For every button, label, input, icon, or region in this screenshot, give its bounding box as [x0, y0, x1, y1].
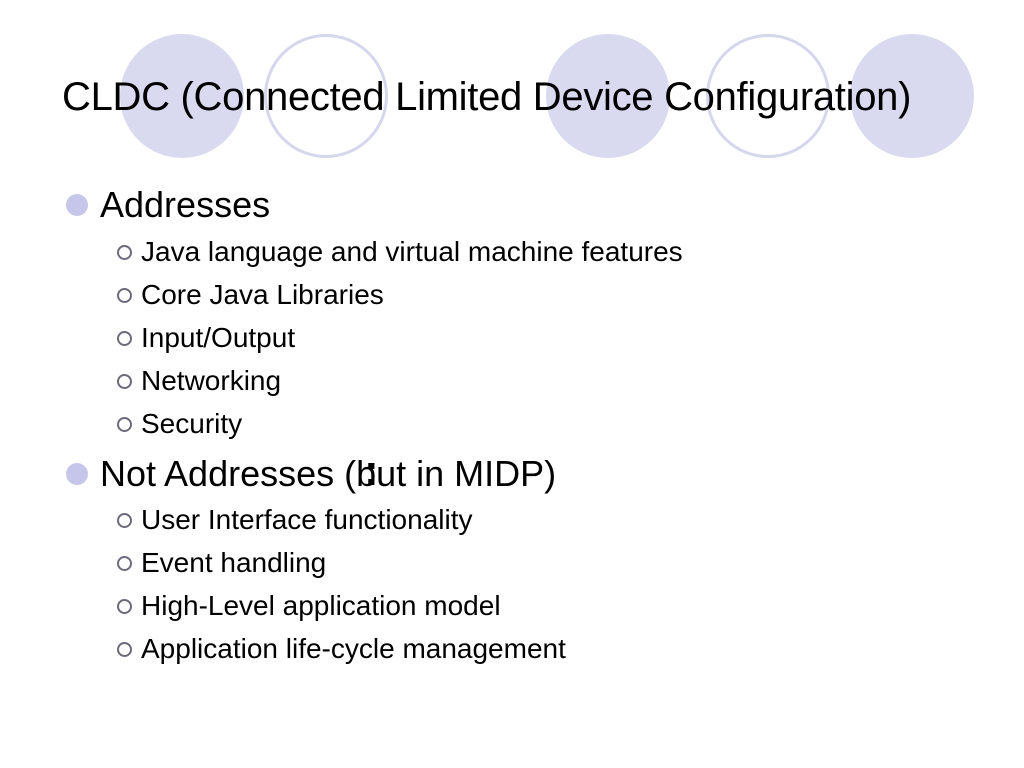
- sub-bullet: Java language and virtual machine featur…: [117, 236, 683, 268]
- sub-bullet: Core Java Libraries: [117, 279, 384, 311]
- sub-bullet: Input/Output: [117, 322, 295, 354]
- sub-bullet-label: Event handling: [141, 547, 327, 578]
- sub-bullet: Event handling: [117, 547, 326, 579]
- sub-bullet-label: Security: [141, 408, 243, 439]
- filled-circle-bullet-icon: [66, 194, 88, 216]
- sub-bullet-label: User Interface functionality: [141, 504, 473, 535]
- sub-bullet: User Interface functionality: [117, 504, 473, 536]
- hollow-circle-bullet-icon: [117, 330, 132, 346]
- hollow-circle-bullet-icon: [117, 416, 132, 432]
- filled-circle-bullet-icon: [66, 463, 88, 485]
- bullet-not-addresses: Not Addresses (but in MIDP): [66, 453, 557, 494]
- decorative-circle-3: [546, 34, 670, 158]
- sub-bullet-label: Java language and virtual machine featur…: [141, 236, 683, 267]
- decorative-circle-5: [850, 34, 974, 158]
- hollow-circle-bullet-icon: [117, 598, 132, 614]
- sub-bullet: High-Level application model: [117, 590, 501, 622]
- sub-bullet-label: Networking: [141, 365, 282, 396]
- decorative-circle-2: [264, 34, 388, 158]
- hollow-circle-bullet-icon: [117, 244, 132, 260]
- hollow-circle-bullet-icon: [117, 641, 132, 657]
- hollow-circle-bullet-icon: [117, 555, 132, 571]
- sub-bullet-label: Application life-cycle management: [141, 633, 566, 664]
- hollow-circle-bullet-icon: [117, 512, 132, 528]
- sub-bullet-label: Core Java Libraries: [141, 279, 384, 310]
- sub-bullet: Application life-cycle management: [117, 633, 566, 665]
- hollow-circle-bullet-icon: [117, 373, 132, 389]
- hollow-circle-bullet-icon: [117, 287, 132, 303]
- sub-bullet: Networking: [117, 365, 281, 397]
- stray-colon-mark: :: [364, 446, 379, 495]
- sub-bullet: Security: [117, 408, 242, 440]
- sub-bullet-label: High-Level application model: [141, 590, 501, 621]
- bullet-label: Addresses: [100, 184, 271, 225]
- slide-title: CLDC (Connected Limited Device Configura…: [62, 75, 912, 119]
- bullet-addresses: Addresses: [66, 184, 271, 225]
- sub-bullet-label: Input/Output: [141, 322, 296, 353]
- decorative-circle-1: [120, 34, 244, 158]
- bullet-label: Not Addresses (but in MIDP): [100, 453, 557, 494]
- decorative-circle-4: [706, 34, 830, 158]
